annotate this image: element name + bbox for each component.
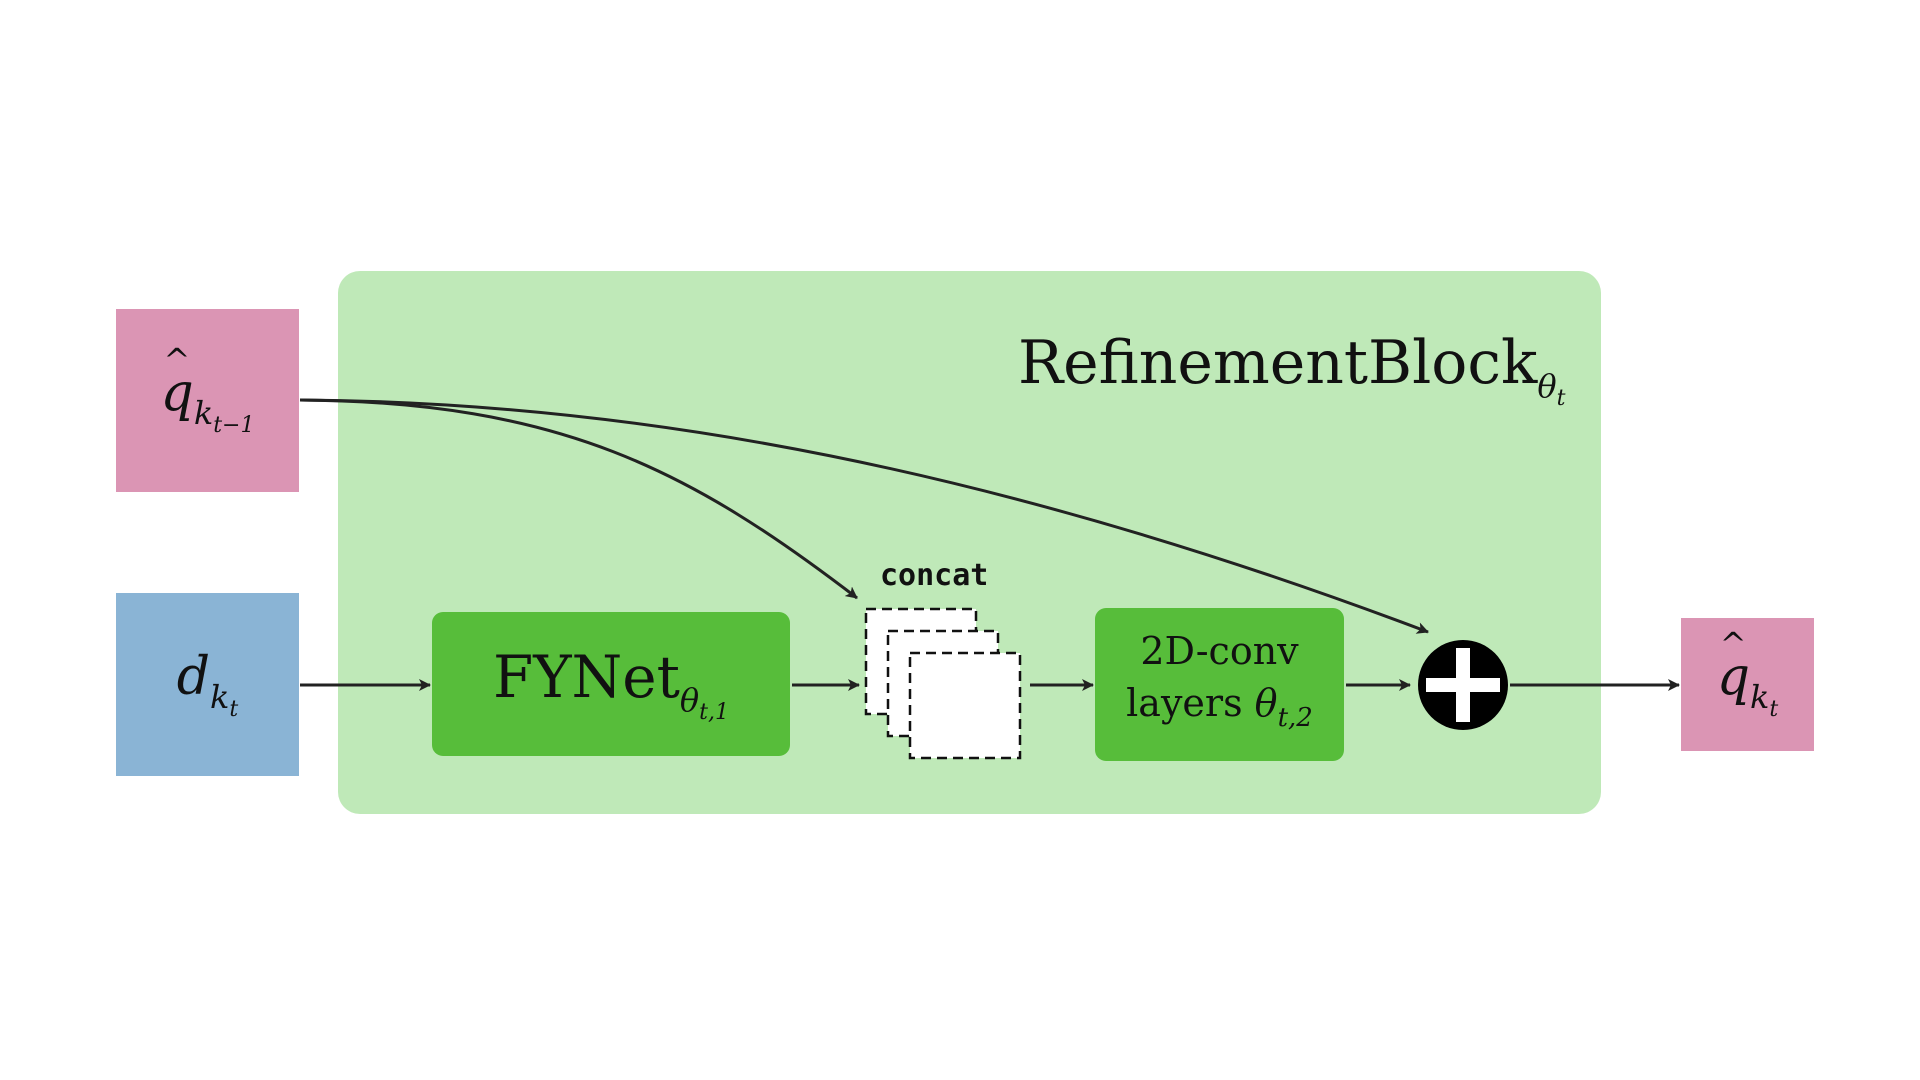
out-q-t: t	[1769, 697, 1779, 722]
conv-label: 2D-conv layers θt,2	[1126, 625, 1313, 744]
concat-label: concat	[880, 558, 989, 593]
edge-qprev-to-concat	[299, 398, 858, 600]
fynet-module: FYNetθt,1	[432, 612, 790, 756]
conv-line2: layers θt,2	[1126, 677, 1313, 744]
conv-theta: θ	[1254, 681, 1278, 725]
input-d-label: dkt	[177, 647, 239, 722]
d-k: k	[210, 678, 230, 716]
d-t: t	[229, 697, 239, 722]
input-q-prev-box: qkt−1	[116, 309, 299, 492]
plus-circle-icon	[1418, 640, 1508, 730]
out-q-sub: kt	[1750, 678, 1778, 722]
fynet-subsub: t,1	[699, 700, 730, 725]
edge-qprev-to-sum	[299, 398, 1429, 634]
output-q-label: qkt	[1717, 625, 1779, 722]
block-title-theta: θ	[1537, 367, 1557, 405]
out-q-base: q	[1717, 625, 1750, 707]
output-q-box: qkt	[1681, 618, 1814, 751]
block-title: RefinementBlockθt	[1018, 328, 1565, 411]
fynet-theta: θ	[679, 681, 700, 719]
conv-module: 2D-conv layers θt,2	[1095, 608, 1344, 761]
conv-line2-text: layers	[1126, 681, 1255, 725]
block-title-sub: θt	[1537, 367, 1565, 411]
q-prev-sub: kt−1	[193, 394, 255, 438]
input-q-prev-label: qkt−1	[161, 341, 255, 438]
feature-maps-stack	[864, 607, 1022, 760]
conv-sub: t,2	[1277, 703, 1313, 733]
feature-map-3	[908, 651, 1022, 760]
block-title-text: RefinementBlock	[1018, 328, 1538, 398]
q-prev-k: k	[193, 394, 214, 432]
conv-line1: 2D-conv	[1140, 629, 1299, 673]
fynet-sub: θt,1	[679, 681, 729, 725]
fynet-name: FYNet	[492, 643, 680, 711]
q-prev-base: q	[161, 341, 194, 423]
fynet-label: FYNetθt,1	[493, 643, 729, 725]
out-q-k: k	[1750, 678, 1770, 716]
d-sub: kt	[210, 678, 238, 722]
q-prev-t: t−1	[213, 413, 255, 438]
d-base: d	[176, 647, 211, 707]
input-d-box: dkt	[116, 593, 299, 776]
block-title-subsub: t	[1556, 386, 1566, 411]
